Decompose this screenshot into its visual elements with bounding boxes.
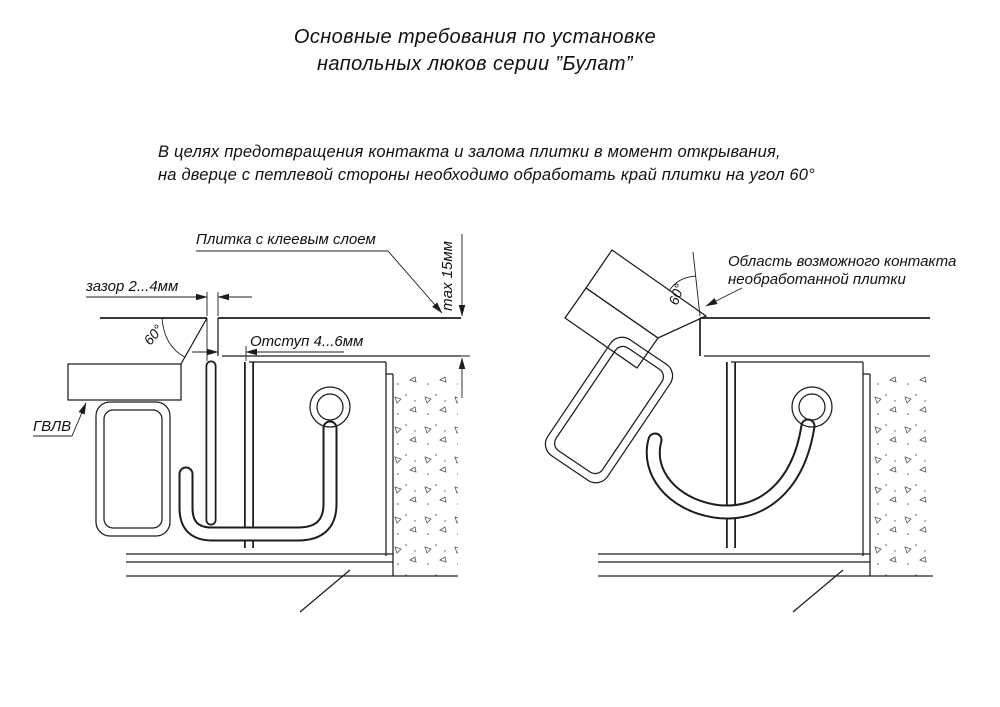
hinge-circle-outer bbox=[791, 386, 833, 428]
contact-angle-label: 60° bbox=[665, 281, 687, 307]
door-pan-outer bbox=[95, 401, 171, 537]
contact-label-line-1: Область возможного контакта bbox=[728, 253, 956, 270]
note-line-1: В целях предотвращения контакта и залома… bbox=[158, 143, 781, 161]
gap-dimension: зазор 2...4мм bbox=[85, 278, 252, 316]
max-height-label: max 15мм bbox=[439, 241, 456, 311]
note-line-2: на дверце с петлевой стороны необходимо … bbox=[158, 166, 815, 184]
gvl-leader bbox=[71, 402, 87, 437]
offset-dimension: Отступ 4...6мм bbox=[192, 333, 363, 361]
offset-label: Отступ 4...6мм bbox=[250, 333, 363, 350]
hinge-lever-tube-core bbox=[647, 420, 814, 518]
contact-label-line-2: необработанной плитки bbox=[728, 271, 907, 288]
title-line-1: Основные требования по установке bbox=[293, 26, 657, 48]
gvl-callout: ГВЛВ bbox=[33, 402, 87, 437]
door-tile-open bbox=[585, 249, 708, 339]
contact-leader bbox=[705, 287, 743, 307]
gvl-board-section bbox=[67, 363, 182, 401]
angle-ref-line bbox=[692, 251, 701, 317]
bevel-angle-annotation: 60° bbox=[140, 317, 208, 361]
contact-angle-annotation: 60° bbox=[665, 251, 701, 317]
break-line bbox=[299, 569, 351, 613]
tile-callout-label: Плитка с клеевым слоем bbox=[196, 231, 376, 248]
concrete-fill bbox=[393, 374, 458, 576]
tile-callout: Плитка с клеевым слоем bbox=[196, 231, 443, 314]
concrete-fill bbox=[870, 374, 933, 576]
break-line bbox=[792, 569, 844, 613]
left-section-view: зазор 2...4мм Плитка с клеевым слоем max… bbox=[33, 231, 470, 613]
tile-callout-leader bbox=[387, 250, 443, 314]
angle-arc bbox=[668, 275, 696, 292]
max-height-dimension: max 15мм bbox=[439, 234, 470, 398]
contact-area-callout: Область возможного контакта необработанн… bbox=[705, 253, 956, 307]
hinge-circle-inner bbox=[798, 393, 826, 421]
hinge-circle-inner bbox=[316, 393, 344, 421]
door-tile-bevel-edge bbox=[180, 317, 208, 365]
title-line-2: напольных люков серии ”Булат” bbox=[317, 53, 633, 75]
sheet-title: Основные требования по установке напольн… bbox=[0, 24, 950, 78]
door-pan-inner bbox=[103, 409, 163, 529]
right-section-view: 60° Область возможного контакта необрабо… bbox=[544, 249, 956, 613]
gap-dimension-label: зазор 2...4мм bbox=[85, 278, 178, 295]
hinge-circle-outer bbox=[309, 386, 351, 428]
hinge-lever-tube-core bbox=[180, 422, 336, 540]
gvl-label: ГВЛВ bbox=[33, 418, 71, 435]
angle-arc bbox=[161, 317, 186, 358]
installation-note: В целях предотвращения контакта и залома… bbox=[158, 141, 815, 187]
